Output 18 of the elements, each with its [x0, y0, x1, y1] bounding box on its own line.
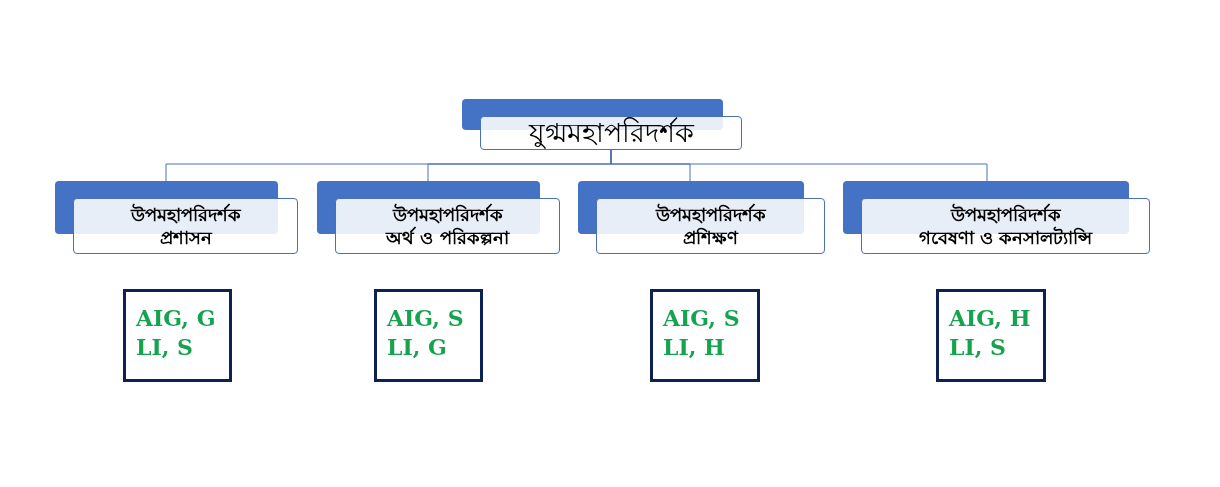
code-text: AIG, H LI, S	[949, 304, 1032, 362]
code-box	[650, 289, 760, 382]
department-name: প্রশিক্ষণ	[683, 226, 738, 250]
code-box	[123, 289, 232, 382]
code-box	[936, 289, 1046, 382]
connector-line	[610, 149, 988, 182]
department-name: অর্থ ও পরিকল্পনা	[386, 226, 509, 250]
code-text: AIG, G LI, S	[136, 304, 217, 362]
code-text: AIG, S LI, H	[663, 304, 741, 362]
position-title: উপমহাপরিদর্শক	[392, 202, 503, 226]
position-title: উপমহাপরিদর্শক	[950, 202, 1061, 226]
code-box	[374, 289, 483, 382]
position-title: উপমহাপরিদর্শক	[130, 202, 241, 226]
position-title: যুগ্মমহাপরিদর্শক	[528, 116, 694, 151]
department-name: প্রশাসন	[159, 226, 212, 250]
position-title: উপমহাপরিদর্শক	[655, 202, 766, 226]
code-text: AIG, S LI, G	[387, 304, 465, 362]
department-name: গবেষণা ও কনসালট্যান্সি	[918, 226, 1093, 250]
